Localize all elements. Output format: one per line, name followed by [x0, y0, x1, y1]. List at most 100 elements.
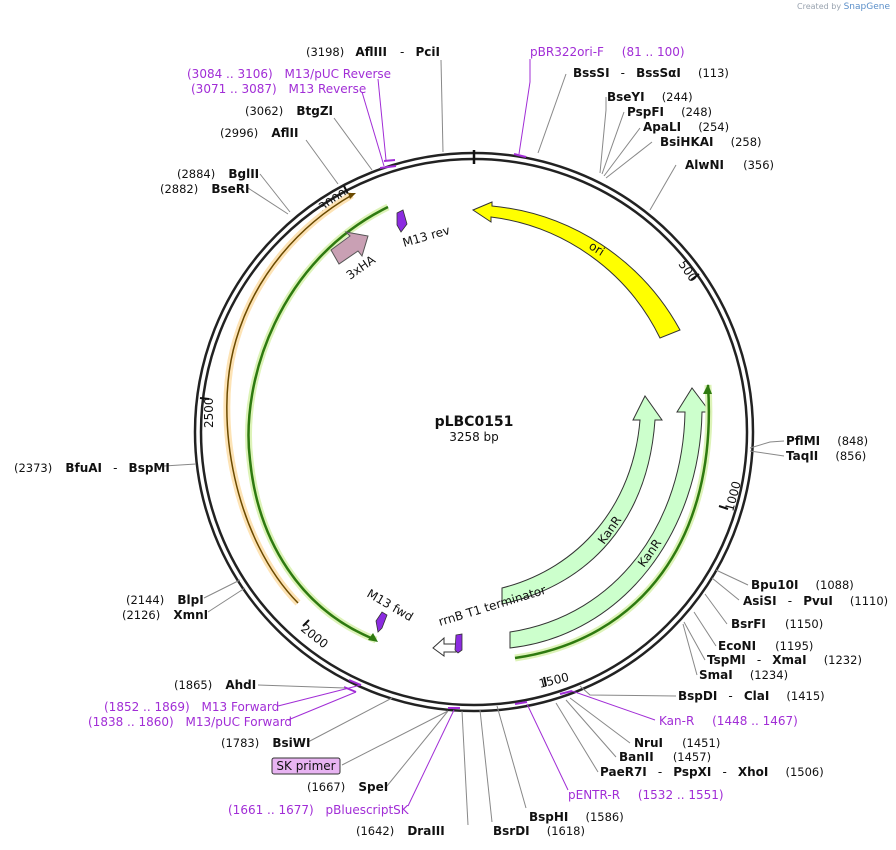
enzyme-paer7i-pspxi-xhoi[interactable]: PaeR7I - PspXI - XhoI (1506) — [600, 761, 824, 780]
primer-kan-r[interactable]: Kan-R (1448 .. 1467) — [659, 714, 798, 728]
enzyme-aflIII-pcII[interactable]: (3198) AflIII - PciI — [306, 41, 440, 60]
plasmid-size: 3258 bp — [449, 430, 499, 444]
enzyme-btgzi[interactable]: (3062) BtgZI — [245, 100, 333, 119]
leader-xhoi — [555, 702, 599, 773]
enzyme-bsrfi[interactable]: BsrFI (1150) — [731, 613, 823, 632]
primer-name: pENTR-R — [568, 788, 620, 802]
green-feature-left — [245, 203, 390, 644]
m13-fwd-marker[interactable] — [375, 611, 388, 633]
leader-bfuai — [163, 463, 197, 467]
enzyme-bsphi[interactable]: BspHI (1586) — [529, 806, 624, 825]
primer-m13-puc-reverse[interactable]: (3084 .. 3106) M13/pUC Reverse — [187, 67, 391, 81]
enzyme-name: NruI — [634, 736, 663, 750]
enzyme-position: (1618) — [547, 824, 585, 838]
enzyme-pspfi[interactable]: PspFI (248) — [627, 101, 712, 120]
enzyme-position: (2996) — [220, 126, 258, 140]
primer-range: (1852 .. 1869) — [104, 700, 190, 714]
primer-m13-forward[interactable]: (1852 .. 1869) M13 Forward — [104, 700, 279, 714]
hatag-feature[interactable] — [330, 231, 369, 265]
enzyme-apali[interactable]: ApaLI (254) — [643, 116, 729, 135]
enzyme-pflmi[interactable]: PflMI (848) — [786, 430, 868, 449]
primer-pbr322ori-f[interactable]: pBR322ori-F (81 .. 100) — [530, 45, 685, 59]
leader-bpu10i — [715, 569, 749, 586]
enzyme-banii[interactable]: BanII (1457) — [619, 746, 711, 765]
green-feature-left-head — [368, 633, 378, 642]
kanr-inner-feature[interactable] — [501, 395, 663, 605]
enzyme-bglii[interactable]: (2884) BglII — [177, 163, 259, 182]
leader-pbluescriptsk — [407, 709, 455, 807]
tick-1000 — [718, 505, 729, 510]
enzyme-name: PspFI — [627, 105, 664, 119]
enzyme-name: BfuAI — [65, 461, 102, 475]
enzyme-bsiwi[interactable]: (1783) BsiWI — [221, 732, 310, 751]
enzyme-asisi-pvui[interactable]: AsiSI - PvuI (1110) — [743, 590, 888, 609]
enzyme-spei[interactable]: (1667) SpeI — [307, 776, 388, 795]
enzyme-position: (1457) — [673, 750, 711, 764]
enzyme-tspmi-xmai[interactable]: TspMI - XmaI (1232) — [707, 649, 862, 668]
enzyme-ahdi[interactable]: (1865) AhdI — [174, 674, 256, 693]
enzyme-name: BseYI — [607, 90, 645, 104]
orange-feature — [223, 191, 356, 606]
leader-m13-puc-forward — [287, 691, 357, 721]
rrnb-label: rrnB T1 terminator — [437, 583, 548, 629]
enzyme-bfuai-bspmi[interactable]: (2373) BfuAI - BspMI — [14, 457, 170, 476]
enzyme-xmni[interactable]: (2126) XmnI — [122, 604, 208, 623]
enzyme-position: (1234) — [750, 668, 788, 682]
tick-2500 — [199, 397, 210, 400]
sk-primer-tag[interactable]: SK primer — [271, 757, 341, 775]
enzyme-econi[interactable]: EcoNI (1195) — [718, 635, 813, 654]
enzyme-position: (2884) — [177, 167, 215, 181]
enzyme-bsihkai[interactable]: BsiHKAI (258) — [660, 131, 762, 150]
leader-m13-forward — [277, 684, 362, 707]
leader-lines — [163, 59, 785, 826]
enzyme-position: (2882) — [160, 182, 198, 196]
enzyme-bsssi[interactable]: BssSI - BssSαI (113) — [573, 62, 729, 81]
enzyme-blpi[interactable]: (2144) BlpI — [126, 589, 204, 608]
enzyme-name: BlpI — [177, 593, 203, 607]
primer-mark-pentr-r — [514, 701, 528, 705]
enzyme-taqii[interactable]: TaqII (856) — [786, 445, 866, 464]
enzyme-nrui[interactable]: NruI (1451) — [634, 732, 720, 751]
primer-m13-reverse[interactable]: (3071 .. 3087) M13 Reverse — [191, 82, 366, 96]
ori-arrow[interactable] — [471, 201, 681, 339]
primer-mark-pbr322ori-f — [513, 153, 527, 158]
leader-banii — [565, 699, 617, 758]
sk-primer-box[interactable] — [271, 757, 341, 775]
primer-pbluescriptsk[interactable]: (1661 .. 1677) pBluescriptSK — [228, 803, 410, 817]
enzyme-name: PaeR7I — [600, 765, 647, 779]
primer-m13-puc-forward[interactable]: (1838 .. 1860) M13/pUC Forward — [88, 715, 292, 729]
enzyme-bpu10i[interactable]: Bpu10I (1088) — [751, 574, 854, 593]
ori-feature[interactable] — [471, 201, 681, 339]
rrnb-terminator-arrow[interactable] — [432, 636, 457, 657]
tick-3000 — [343, 185, 349, 195]
enzyme-position: (848) — [837, 434, 868, 448]
enzyme-name: AhdI — [225, 678, 256, 692]
hatag-arrow[interactable] — [330, 231, 369, 265]
primer-pentr-r[interactable]: pENTR-R (1532 .. 1551) — [568, 788, 724, 802]
leader-bseyi — [599, 97, 607, 174]
enzyme-bspdi-clai[interactable]: BspDI - ClaI (1415) — [678, 685, 825, 704]
enzyme-bseri[interactable]: (2882) BseRI — [160, 178, 249, 197]
enzyme-bsrdi[interactable]: BsrDI (1618) — [493, 820, 585, 839]
enzyme-position: (856) — [835, 449, 866, 463]
leader-aflIII-pcII — [440, 59, 444, 153]
enzyme-name: PciI — [415, 45, 440, 59]
rrnb-marker[interactable] — [454, 633, 463, 654]
enzyme-position: (1110) — [850, 594, 888, 608]
enzyme-name: SmaI — [699, 668, 733, 682]
orange-feature-head — [348, 193, 356, 199]
enzyme-position: (1586) — [585, 810, 623, 824]
orange-feature-arc — [223, 191, 354, 606]
m13-rev-marker[interactable] — [396, 209, 408, 233]
enzyme-name: TaqII — [786, 449, 818, 463]
enzyme-draiii[interactable]: (1642) DraIII — [356, 820, 445, 839]
enzyme-name: EcoNI — [718, 639, 756, 653]
enzyme-name: BseRI — [211, 182, 249, 196]
enzyme-aflii[interactable]: (2996) AflII — [220, 122, 298, 141]
enzyme-bseyi[interactable]: BseYI (244) — [607, 86, 693, 105]
enzyme-name: AlwNI — [685, 158, 724, 172]
enzyme-alwni[interactable]: AlwNI (356) — [685, 154, 774, 173]
tick-label-2500: 2500 — [202, 397, 216, 428]
kanr-inner-arrow[interactable] — [501, 395, 663, 605]
enzyme-smai[interactable]: SmaI (1234) — [699, 664, 788, 683]
